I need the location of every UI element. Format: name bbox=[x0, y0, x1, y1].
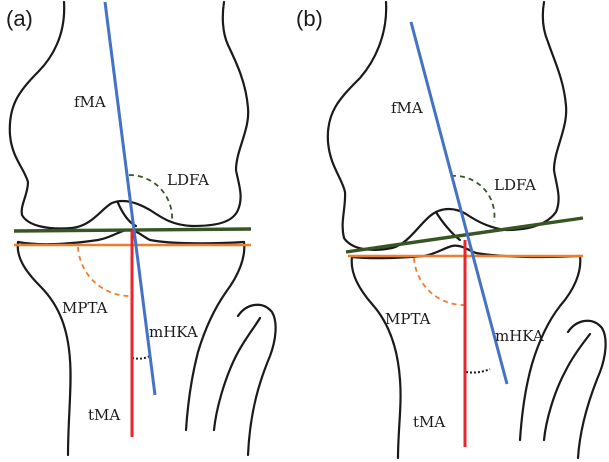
panel-a-tibia-lateral bbox=[184, 240, 246, 432]
panel-b-mpta-arc bbox=[413, 257, 465, 306]
panel-b-femoral-joint-line bbox=[345, 216, 584, 254]
panel-a-letter: (a) bbox=[6, 6, 33, 31]
panel-a-mpta-arc bbox=[77, 246, 131, 297]
panel-b-tibia-outline bbox=[350, 255, 402, 460]
panel-b-hka-arc bbox=[465, 368, 491, 374]
panel-a: (a) fMA LDFA MPTA mHKA tMA bbox=[6, 0, 277, 457]
panel-a-tibia-outline bbox=[16, 240, 72, 457]
panel-b-ldfa-arc bbox=[450, 174, 496, 223]
panel-a-label-fma: fMA bbox=[74, 93, 106, 111]
panel-b: (b) fMA LDFA MPTA mHKA tMA bbox=[296, 0, 607, 460]
panel-a-label-ldfa: LDFA bbox=[167, 171, 209, 189]
panel-b-label-mpta: MPTA bbox=[385, 310, 431, 328]
panel-b-fibula-inner bbox=[542, 332, 592, 442]
panel-a-label-mpta: MPTA bbox=[62, 299, 108, 317]
panel-b-label-tma: tMA bbox=[413, 413, 445, 431]
panel-b-letter: (b) bbox=[296, 6, 323, 31]
panel-b-femur-intercondylar bbox=[434, 210, 462, 242]
panel-b-label-mhka: mHKA bbox=[495, 327, 544, 345]
panel-a-ldfa-arc bbox=[128, 174, 173, 222]
panel-a-fibula-outline bbox=[236, 303, 277, 457]
panel-b-fibula-outline bbox=[566, 319, 607, 460]
panel-b-label-fma: fMA bbox=[391, 99, 423, 117]
panel-a-label-mhka: mHKA bbox=[149, 323, 198, 341]
panel-b-femur-outline bbox=[326, 0, 568, 251]
panel-b-label-ldfa: LDFA bbox=[494, 176, 536, 194]
panel-a-fibula-inner bbox=[212, 316, 262, 432]
panel-a-label-tma: tMA bbox=[88, 406, 120, 424]
panel-a-hka-arc bbox=[131, 355, 151, 360]
panel-a-femoral-mechanical-axis bbox=[103, 1, 157, 396]
panel-b-femoral-mechanical-axis bbox=[409, 21, 509, 385]
panel-b-tibia-lateral bbox=[518, 254, 582, 442]
